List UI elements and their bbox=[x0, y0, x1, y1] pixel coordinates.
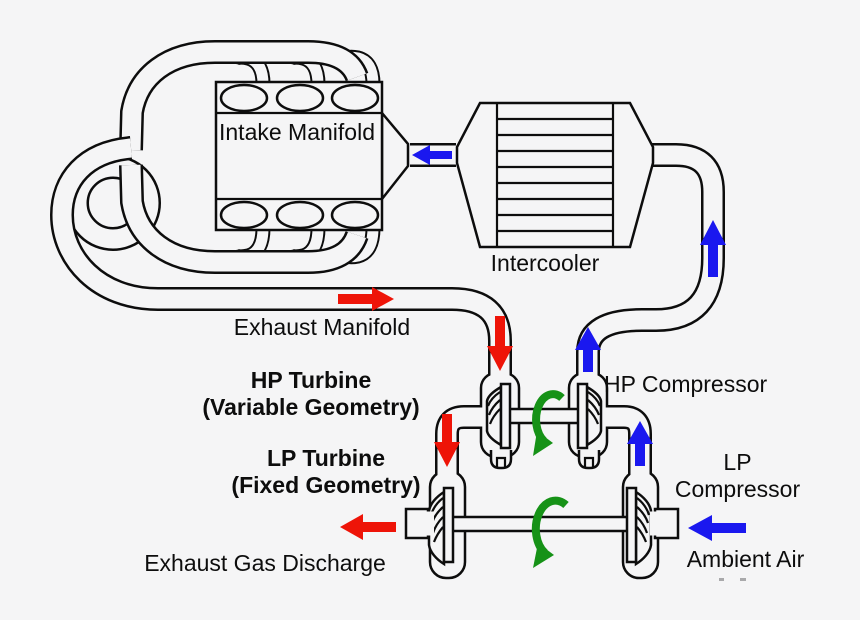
cropped-text-artifact bbox=[719, 578, 746, 581]
lp-turbine-discharge-stub bbox=[404, 507, 434, 540]
exhaust-flow-arrows bbox=[338, 287, 513, 540]
to-intercooler-arrow-up bbox=[700, 220, 726, 277]
ambient-air-arrow-left bbox=[688, 515, 746, 541]
ambient-air-label: Ambient Air bbox=[686, 546, 805, 572]
lp-shaft-rotation-arrow bbox=[531, 496, 569, 568]
hp-compressor-label: HP Compressor bbox=[604, 371, 768, 397]
lp-compressor-label: LP Compressor bbox=[655, 449, 820, 503]
hp-turbine-label-line1: HP Turbine bbox=[250, 367, 372, 393]
exhaust-manifold-arrow-right bbox=[338, 287, 394, 311]
hp-compressor-outlet-arrow-up bbox=[575, 327, 601, 372]
hp-housing-stubs bbox=[489, 450, 601, 470]
hp-shaft-rotation-arrow bbox=[532, 390, 565, 456]
intercooler bbox=[455, 101, 655, 249]
lp-compressor-label-line2: Compressor bbox=[674, 476, 801, 502]
engine-block bbox=[214, 80, 410, 232]
exhaust-loop-pipes bbox=[50, 40, 512, 378]
lp-compressor-outlet-arrow-up bbox=[627, 421, 653, 466]
intercooler-fins bbox=[497, 117, 613, 233]
intake-manifold-arrow-left bbox=[412, 145, 452, 165]
intake-manifold-label: Intake Manifold bbox=[219, 119, 375, 145]
lp-compressor-inlet-stub bbox=[650, 507, 680, 540]
hp-turbine-inlet-arrow-down bbox=[487, 316, 513, 371]
lp-compressor-wheel bbox=[625, 486, 653, 567]
exhaust-gas-discharge-label: Exhaust Gas Discharge bbox=[144, 550, 386, 576]
hp-turbine-label: HP Turbine (Variable Geometry) bbox=[191, 367, 431, 421]
hp-turbo-shaft bbox=[507, 407, 581, 425]
lp-compressor-label-line1: LP bbox=[723, 449, 752, 475]
charge-air-pipe bbox=[576, 143, 725, 378]
cylinders bbox=[219, 83, 380, 230]
hp-compressor-wheel bbox=[576, 382, 603, 450]
lp-turbine-label-line1: LP Turbine bbox=[267, 445, 385, 471]
intercooler-label: Intercooler bbox=[490, 250, 600, 276]
exhaust-manifold-label: Exhaust Manifold bbox=[233, 314, 411, 340]
lp-turbine-label: LP Turbine (Fixed Geometry) bbox=[206, 445, 446, 499]
lp-turbine-label-line2: (Fixed Geometry) bbox=[231, 472, 421, 498]
lp-turbine-wheel bbox=[427, 486, 455, 567]
hp-turbine-wheel bbox=[485, 382, 512, 450]
lp-turbine-inlet-arrow-down bbox=[434, 414, 460, 467]
exhaust-discharge-arrow-left bbox=[340, 514, 396, 540]
air-flow-arrows bbox=[412, 145, 746, 541]
hp-turbine-label-line2: (Variable Geometry) bbox=[202, 394, 420, 420]
